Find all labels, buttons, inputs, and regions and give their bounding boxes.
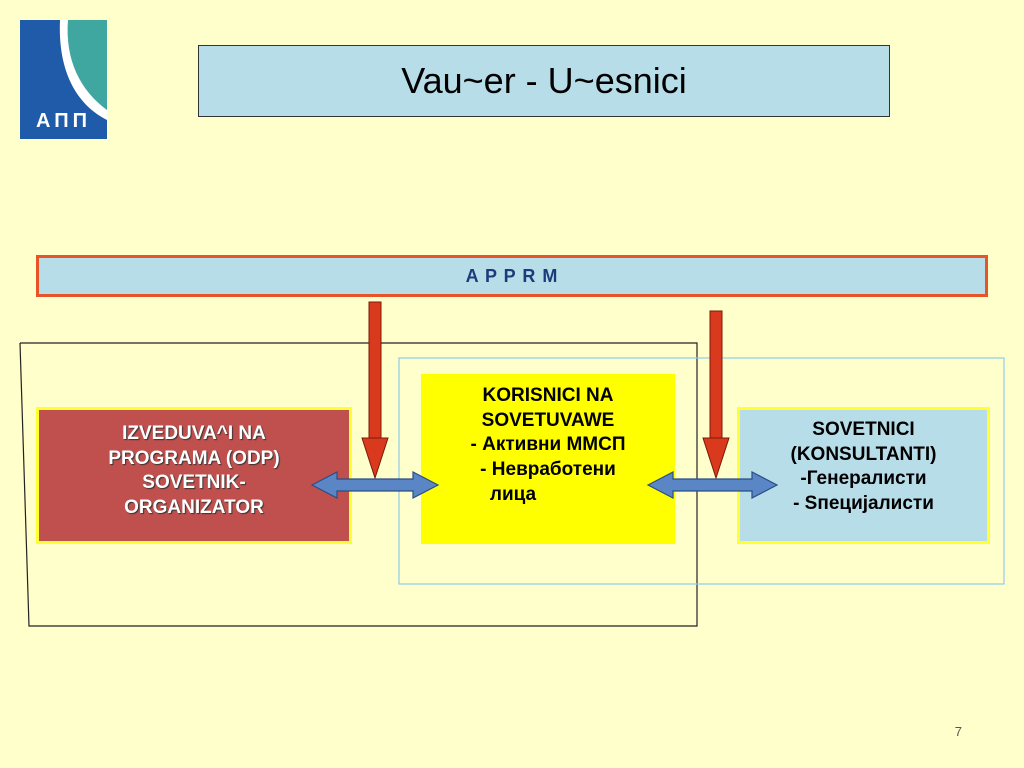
users-line: - Невработени — [480, 459, 616, 481]
consult-line: SOVETNICI — [812, 419, 915, 440]
logo-text: АПП — [36, 110, 91, 132]
odp-line: ORGANIZATOR — [124, 497, 264, 519]
users-line: SOVETUVAWE — [481, 409, 615, 431]
users-line: KORISNICI NA — [482, 385, 614, 406]
users-line: лица — [489, 483, 537, 505]
odp-line: PROGRAMA (ODP) — [108, 447, 280, 469]
odp-line: IZVEDUVA^I NA — [122, 423, 266, 444]
node-users: KORISNICI NA SOVETUVAWE - Активни ММСП -… — [421, 374, 675, 544]
apprm-bar: A P P R M — [36, 255, 988, 297]
apprm-label: A P P R M — [465, 265, 559, 286]
odp-line: SOVETNIK- — [142, 472, 246, 494]
logo-crescent-icon — [20, 20, 107, 120]
slide-title: Vau~er - U~esnici — [198, 45, 890, 117]
page-number: 7 — [954, 724, 962, 739]
node-odp-organizer: IZVEDUVA^I NA PROGRAMA (ODP) SOVETNIK- O… — [36, 407, 352, 544]
consult-line: -Генералисти — [800, 468, 927, 490]
app-logo: АПП — [20, 20, 107, 139]
right-group-frame — [398, 357, 1005, 585]
left-group-frame — [19, 342, 698, 627]
consult-line: (KONSULTANTI) — [790, 443, 937, 465]
node-consultants: SOVETNICI (KONSULTANTI) -Генералисти - S… — [737, 407, 990, 544]
users-line: - Активни ММСП — [470, 434, 626, 456]
consult-line: - Sпецијалисти — [793, 493, 934, 515]
